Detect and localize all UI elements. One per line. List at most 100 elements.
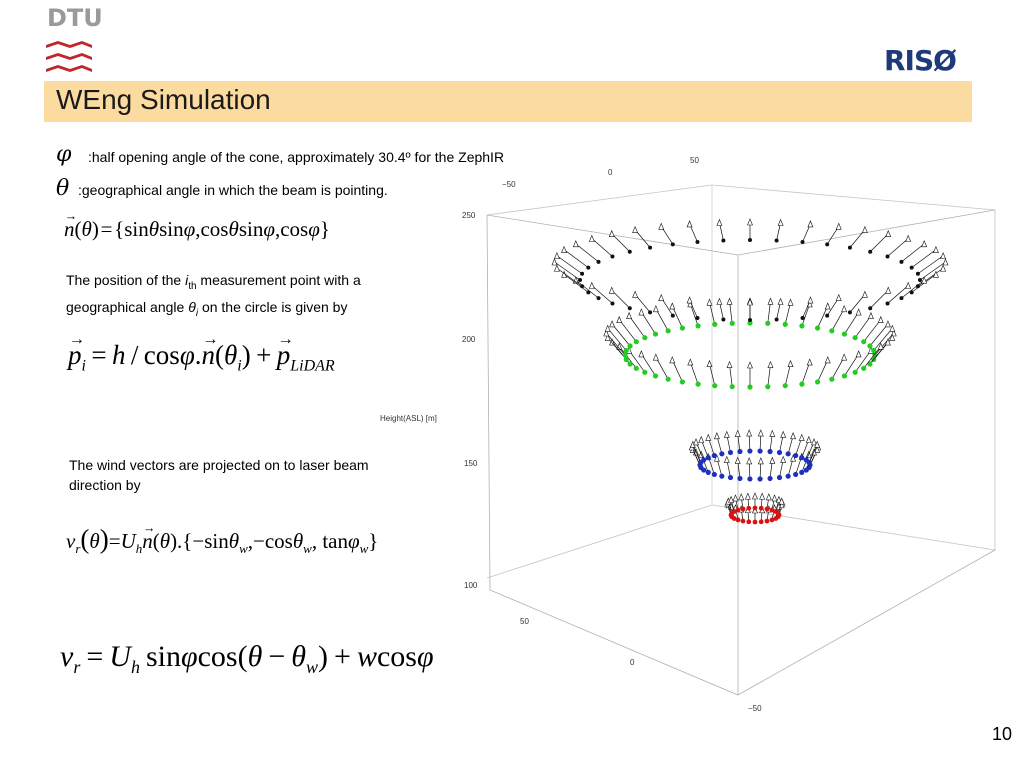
vector-arrowhead — [889, 333, 896, 341]
vector-arrowhead — [824, 356, 831, 364]
page-number: 10 — [991, 724, 1012, 744]
vector-arrowhead — [669, 356, 676, 364]
wind-vector — [628, 350, 646, 373]
vector-arrowhead — [747, 361, 753, 369]
vector-arrowhead — [777, 218, 784, 226]
wind-vector — [554, 261, 581, 281]
measurement-point — [752, 505, 758, 511]
vector-arrowhead — [940, 251, 947, 260]
vector-arrowhead — [572, 240, 579, 248]
vector-arrowhead — [787, 359, 794, 368]
vector-arrowhead — [706, 298, 713, 306]
measurement-point — [899, 259, 904, 264]
wind-vector — [817, 305, 829, 329]
measurement-point — [705, 469, 711, 475]
vector-arrowhead — [884, 338, 891, 346]
measurement-point — [752, 519, 758, 525]
measurement-point — [610, 301, 615, 306]
measurement-point — [767, 475, 773, 482]
vector-arrowhead — [746, 429, 753, 437]
vector-arrowhead — [553, 264, 560, 272]
wind-vector — [911, 249, 937, 268]
wind-vector — [784, 363, 791, 386]
measurement-point — [737, 448, 743, 455]
vector-arrowhead — [713, 454, 720, 462]
wind-vector — [611, 290, 631, 309]
dtu-logo — [46, 41, 92, 72]
equation-n-vector: n(θ) = {sinθsinφ,cosθsinφ,cosφ} — [64, 209, 330, 242]
vector-arrowhead — [603, 329, 610, 337]
wind-vector — [863, 319, 882, 342]
top-tick-label: 0 — [608, 168, 613, 177]
top-axis-ticks: 50 0 −50 — [502, 156, 699, 189]
measurement-point — [814, 325, 821, 331]
measurement-point — [701, 457, 707, 463]
vector-arrowhead — [716, 218, 723, 226]
vector-arrowhead — [698, 435, 705, 443]
measurement-point — [758, 519, 764, 525]
wind-vector — [869, 233, 889, 252]
wind-vector — [628, 315, 646, 338]
phi-definition: :half opening angle of the cone, approxi… — [88, 149, 505, 165]
measurement-point — [747, 320, 753, 326]
measurement-point — [596, 259, 601, 264]
vector-arrowhead — [835, 222, 842, 230]
vector-arrowhead — [747, 298, 753, 306]
measurement-point — [596, 296, 601, 301]
position-paragraph: The position of the ith measurement poin… — [66, 272, 361, 319]
measurement-point — [799, 381, 805, 387]
wind-vector — [655, 357, 669, 380]
vector-arrowhead — [713, 432, 720, 440]
measurement-point — [737, 475, 743, 482]
measurement-point — [829, 376, 835, 382]
measurement-point — [721, 238, 726, 243]
vector-arrowhead — [775, 495, 782, 503]
vector-arrowhead — [835, 293, 842, 301]
measurement-point — [867, 343, 873, 349]
vector-arrowhead — [861, 225, 868, 233]
wind-vector — [844, 311, 859, 335]
measurement-point — [648, 310, 653, 315]
vector-arrowhead — [806, 358, 813, 366]
measurement-point — [731, 509, 737, 514]
measurement-point — [758, 505, 764, 511]
vector-arrowhead — [632, 225, 639, 233]
wind-vector — [563, 274, 589, 293]
measurement-point — [729, 320, 735, 326]
wind-vector — [689, 361, 699, 385]
measurement-point — [757, 476, 763, 482]
vector-arrowhead — [940, 264, 947, 272]
wind-paragraph: The wind vectors are projected on to las… — [69, 457, 369, 493]
wind-vector — [854, 350, 872, 373]
vector-arrowhead — [877, 315, 884, 324]
wind-vector — [655, 308, 669, 331]
vector-arrowhead — [616, 315, 623, 324]
vector-arrowhead — [652, 353, 659, 361]
measurement-point — [719, 451, 725, 457]
wind-vector — [863, 346, 882, 369]
wind-vector — [873, 328, 893, 351]
upper-outer-ring — [551, 218, 949, 322]
measurement-point — [665, 376, 671, 382]
vector-arrowhead — [787, 298, 794, 306]
vector-arrowhead — [658, 293, 665, 301]
vector-arrowhead — [855, 350, 862, 358]
measurement-point — [867, 361, 873, 367]
vector-arrowhead — [889, 324, 896, 332]
vector-arrowhead — [551, 258, 558, 266]
wind-vector — [709, 302, 716, 325]
measurement-point — [746, 505, 752, 511]
vector-arrowhead — [759, 492, 766, 500]
bottom-tick-label: 50 — [520, 617, 529, 626]
measurement-point — [740, 506, 746, 512]
wind-vector — [874, 332, 895, 356]
measurement-point — [868, 249, 873, 254]
title-bar — [44, 81, 972, 122]
measurement-point — [627, 249, 632, 254]
measurement-point — [627, 343, 633, 349]
measurement-point — [735, 507, 741, 513]
vector-arrowhead — [885, 286, 892, 294]
vector-arrowhead — [626, 311, 633, 319]
wind-vector — [869, 290, 889, 309]
wind-vector — [575, 279, 599, 299]
